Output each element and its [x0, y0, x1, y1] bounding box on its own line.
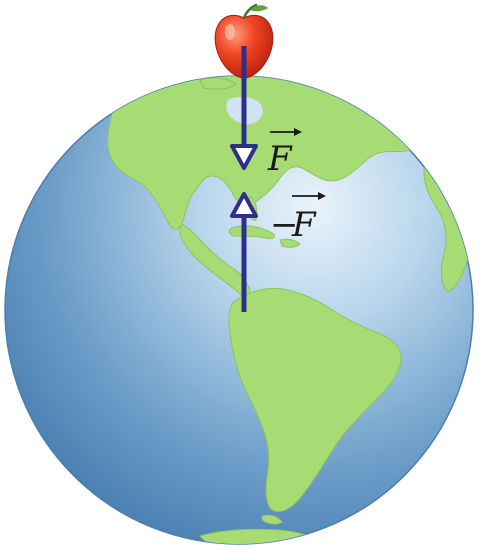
south-america-landmass — [228, 287, 402, 513]
reaction-sign-text: − — [270, 205, 299, 245]
apple-leaf — [250, 5, 268, 12]
arctic-islands — [199, 77, 237, 90]
reaction-force-label: − F — [270, 192, 326, 245]
hispaniola-island — [279, 238, 301, 248]
earth-globe-icon — [4, 75, 474, 545]
force-label-text: F — [267, 139, 293, 179]
apple-stem — [242, 3, 258, 20]
force-arrow-on-apple — [230, 46, 258, 170]
reaction-force-label-text: F — [291, 205, 317, 245]
tierra-del-fuego-island — [261, 514, 283, 525]
force-label: F — [267, 128, 302, 179]
cuba-island — [228, 225, 275, 239]
reaction-force-arrow-on-earth — [230, 192, 258, 312]
